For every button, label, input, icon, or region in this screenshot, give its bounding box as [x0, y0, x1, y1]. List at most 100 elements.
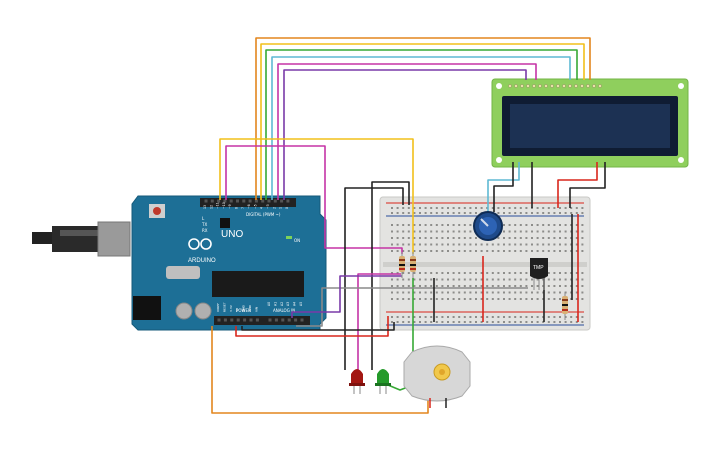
temperature-sensor: TMP: [530, 258, 548, 290]
wire-black-lcd-2: [569, 162, 606, 208]
wire-cyan-top: [271, 56, 571, 200]
analog-pin-label: A5: [299, 302, 303, 306]
wire-orange-top: [255, 37, 591, 200]
analog-pin[interactable]: [300, 318, 304, 322]
rx-label: RX: [202, 228, 208, 233]
atmega-chip: [212, 271, 304, 297]
crystal: [166, 266, 200, 279]
on-label: ON: [294, 238, 300, 243]
usb-cable: [32, 232, 52, 244]
digital-pin-label: ~3: [266, 204, 270, 209]
wire-black-led-red: [344, 187, 404, 370]
wire-purple-top: [283, 69, 527, 200]
power-pin-label: GND: [242, 304, 246, 312]
digital-pin-label: 8: [235, 207, 239, 209]
digital-pin[interactable]: [204, 199, 208, 203]
digital-header: [200, 198, 296, 207]
board-model: UNO: [221, 229, 243, 240]
power-pin[interactable]: [223, 318, 227, 322]
power-pin[interactable]: [243, 318, 247, 322]
resistor-3: [562, 292, 568, 320]
wire-red-led-anode: [357, 273, 401, 370]
board-logo-text: ARDUINO: [188, 258, 216, 264]
power-pin-label: RESET: [222, 302, 226, 312]
power-pin-label: 3.3V: [229, 304, 233, 312]
wire-magenta-top: [277, 63, 537, 200]
tx-label: TX: [201, 222, 207, 227]
digital-pin-label: 0: [285, 207, 289, 209]
analog-pin-label: A0: [267, 302, 271, 306]
power-pin[interactable]: [249, 318, 253, 322]
digital-pin-label: 7: [241, 207, 245, 209]
power-label: POWER: [236, 308, 251, 313]
wire-cyan-pot: [487, 162, 520, 212]
wire-green-top: [265, 49, 578, 200]
wire-red-lcd: [557, 162, 598, 208]
digital-pin[interactable]: [267, 199, 271, 203]
digital-pin[interactable]: [280, 199, 284, 203]
wire-red-5v: [235, 316, 389, 337]
wire-magenta-led: [225, 145, 403, 254]
analog-label: ANALOG IN: [273, 308, 295, 313]
arduino-logo-icon: [188, 238, 200, 250]
power-pin[interactable]: [230, 318, 234, 322]
wire-black-pot: [493, 162, 514, 212]
digital-pin[interactable]: [286, 199, 290, 203]
wire-yellow-led: [219, 138, 414, 254]
digital-pin-label: 13: [203, 205, 207, 209]
power-pin[interactable]: [217, 318, 221, 322]
power-pin[interactable]: [236, 318, 240, 322]
digital-pin[interactable]: [242, 199, 246, 203]
digital-pin[interactable]: [236, 199, 239, 203]
digital-pin-label: 1: [279, 207, 283, 209]
analog-pin-label: A3: [286, 302, 290, 306]
digital-pin-label: 12: [209, 205, 213, 209]
power-pin-label: GND: [248, 304, 252, 312]
wire-black-gnd: [241, 322, 395, 331]
power-jack: [133, 296, 161, 320]
digital-pin[interactable]: [217, 199, 221, 203]
digital-pin[interactable]: [261, 199, 265, 203]
lcd-screen: [510, 104, 670, 148]
digital-pin[interactable]: [229, 199, 233, 203]
led-green: [375, 369, 391, 394]
reset-button[interactable]: [153, 207, 161, 215]
wire-gray-sensor: [296, 287, 528, 327]
resistor-1: [399, 252, 405, 278]
analog-pin[interactable]: [281, 318, 285, 322]
wire-purple-analog: [291, 275, 402, 318]
analog-pin[interactable]: [268, 318, 272, 322]
dc-motor: [403, 345, 471, 408]
analog-pin[interactable]: [294, 318, 298, 322]
digital-pin-label: ~9: [228, 204, 232, 209]
lcd-display: [491, 78, 689, 168]
power-pin[interactable]: [255, 318, 259, 322]
wire-orange-motor: [211, 326, 429, 414]
capacitor-1: [175, 302, 193, 320]
usb-port: [97, 221, 131, 257]
digital-pin[interactable]: [210, 199, 214, 203]
wire-yellow-top: [260, 43, 585, 200]
analog-pin-label: A1: [273, 302, 277, 306]
digital-pin[interactable]: [223, 199, 227, 203]
digital-label: DIGITAL (PWM ~): [246, 212, 281, 217]
led-red: [349, 369, 365, 394]
digital-pin[interactable]: [273, 199, 277, 203]
arduino-uno: ARDUINO UNO DIGITAL (PWM ~) POWER ANALOG…: [32, 195, 327, 331]
potentiometer[interactable]: [473, 211, 503, 241]
digital-pin[interactable]: [254, 199, 258, 203]
analog-pin[interactable]: [287, 318, 291, 322]
on-led: [286, 236, 292, 239]
capacitor-2: [194, 302, 212, 320]
digital-pin-label: 2: [272, 207, 276, 209]
wires: [211, 37, 606, 414]
power-pin-label: 5V: [235, 307, 239, 312]
analog-pin[interactable]: [274, 318, 278, 322]
l-label: L: [202, 216, 205, 221]
digital-pin-label: ~6: [247, 204, 251, 209]
analog-pin-label: A2: [280, 302, 284, 306]
resistor-2: [410, 252, 416, 278]
digital-pin[interactable]: [248, 199, 252, 203]
